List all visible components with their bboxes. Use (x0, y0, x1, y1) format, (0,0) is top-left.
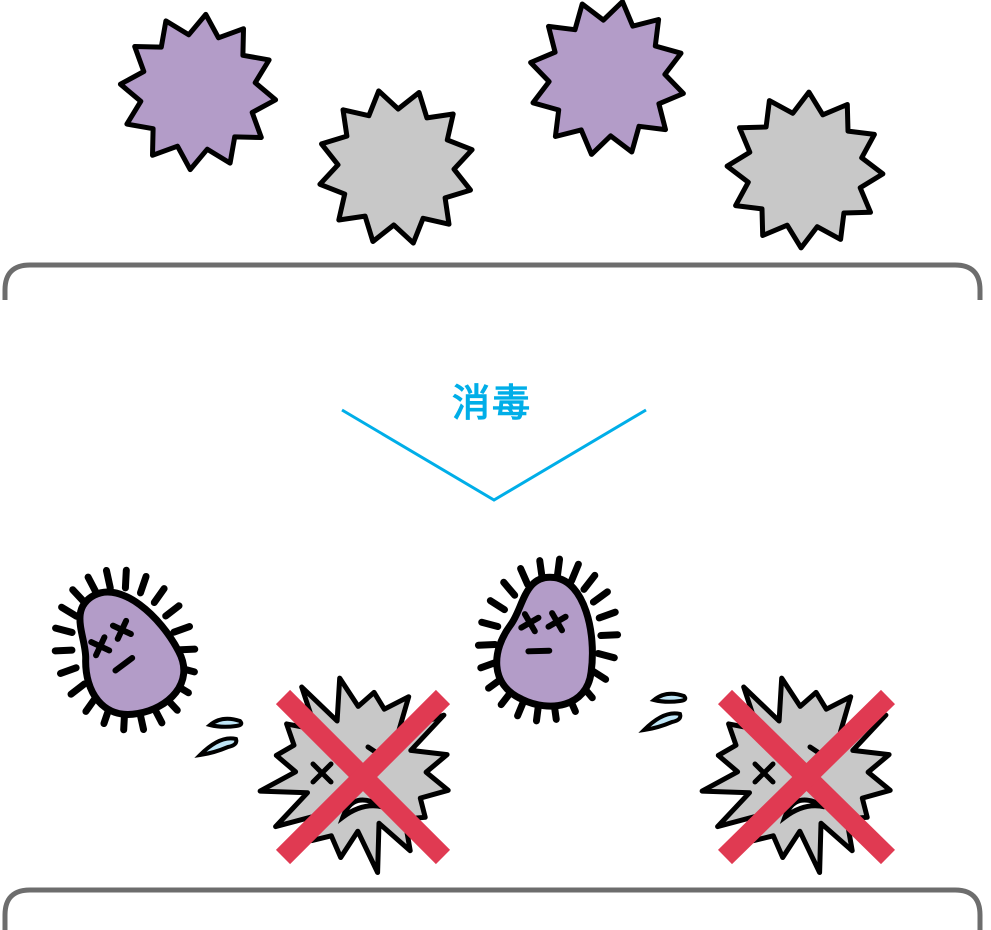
dead-face (518, 610, 569, 655)
germs-before (117, 0, 886, 251)
dead-face (88, 617, 136, 674)
purple-germ (117, 11, 279, 173)
gray-germ (724, 89, 886, 251)
down-arrow-chevron (341, 408, 647, 502)
sweat-drops (194, 716, 244, 758)
sweat-drops (638, 691, 688, 733)
purple-germ (528, 0, 686, 157)
red-cross-mark (717, 689, 896, 865)
germs-after (51, 555, 896, 875)
dead-bacterium (51, 566, 199, 734)
dead-bacterium (474, 555, 622, 725)
red-cross-mark (275, 689, 451, 865)
bracket-top (2, 262, 983, 300)
bracket-bottom (2, 887, 983, 930)
disinfection-label: 消毒 (451, 381, 532, 425)
gray-germ (317, 88, 475, 246)
